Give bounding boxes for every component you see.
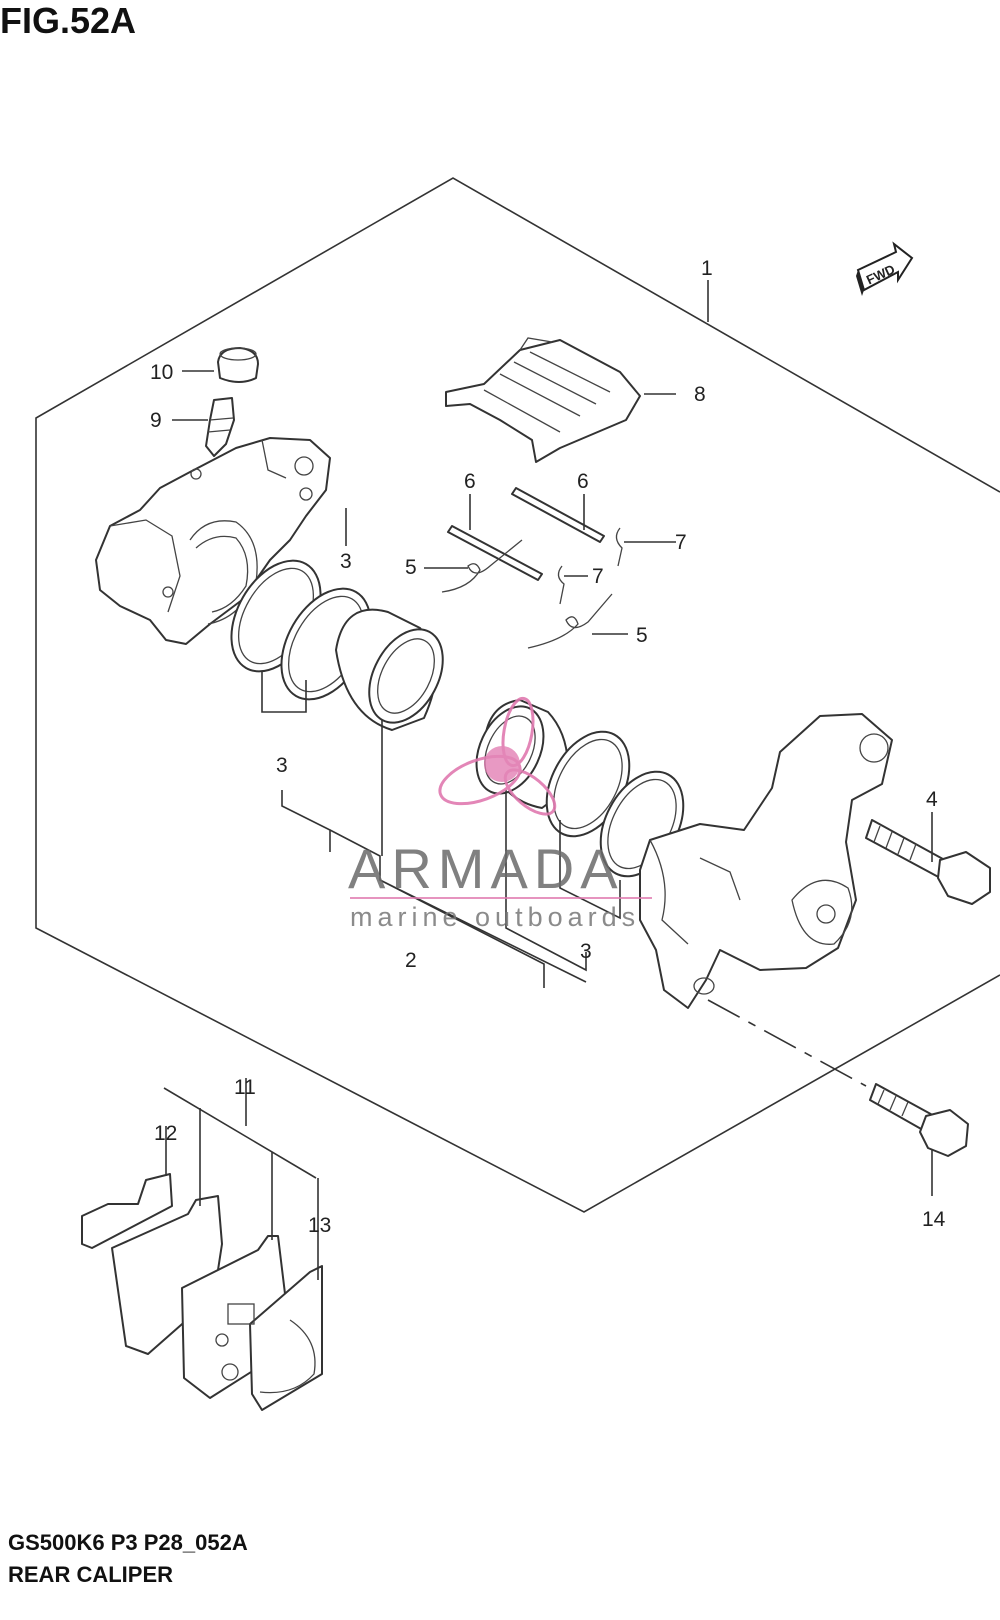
figure-title: FIG.52A [0, 0, 137, 41]
diagram-code: GS500K6 P3 P28_052A [8, 1530, 248, 1555]
callout-3: 3 [580, 940, 592, 963]
callout-11: 11 [234, 1076, 256, 1099]
callout-6: 6 [577, 470, 589, 493]
callout-6: 6 [464, 470, 476, 493]
pad-pin-part [447, 487, 605, 581]
caliper-bolt-part [865, 819, 991, 905]
callout-13: 13 [308, 1214, 331, 1237]
watermark-brand: ARMADA [348, 837, 624, 900]
propeller-logo-icon [438, 696, 557, 816]
watermark-tagline: marine outboards [350, 902, 640, 932]
caliper-body-left-part [95, 437, 331, 645]
pin-clip-part [615, 527, 623, 567]
caliper-body-right-part [639, 713, 893, 1009]
callout-2: 2 [405, 949, 417, 972]
callout-10: 10 [150, 361, 173, 384]
callout-5: 5 [405, 556, 417, 579]
bleeder-valve-part [205, 397, 235, 457]
fwd-arrow: FWD [856, 241, 914, 296]
callout-12: 12 [154, 1122, 177, 1145]
pad-spring-part [441, 539, 523, 593]
watermark: ARMADA marine outboards [348, 696, 652, 932]
callout-5: 5 [636, 624, 648, 647]
bleeder-cap-part [217, 347, 259, 383]
callout-9: 9 [150, 409, 162, 432]
callout-1: 1 [701, 257, 713, 280]
piston-left-part [335, 608, 444, 731]
callout-3: 3 [340, 550, 352, 573]
mounting-bolt-part [869, 1083, 969, 1157]
callout-8: 8 [694, 383, 706, 406]
callout-3: 3 [276, 754, 288, 777]
callout-7: 7 [592, 565, 604, 588]
callout-4: 4 [926, 788, 938, 811]
callout-14: 14 [922, 1208, 946, 1231]
diagram-name: REAR CALIPER [8, 1562, 174, 1587]
callout-labels: 1 2 3 3 3 4 5 5 6 6 7 7 8 9 10 11 12 13 … [150, 257, 946, 1237]
pad-spring-plate-part [445, 337, 641, 463]
assembly-boundary [35, 177, 1000, 1213]
callout-7: 7 [675, 531, 687, 554]
brake-pad-set-part [81, 1087, 323, 1411]
